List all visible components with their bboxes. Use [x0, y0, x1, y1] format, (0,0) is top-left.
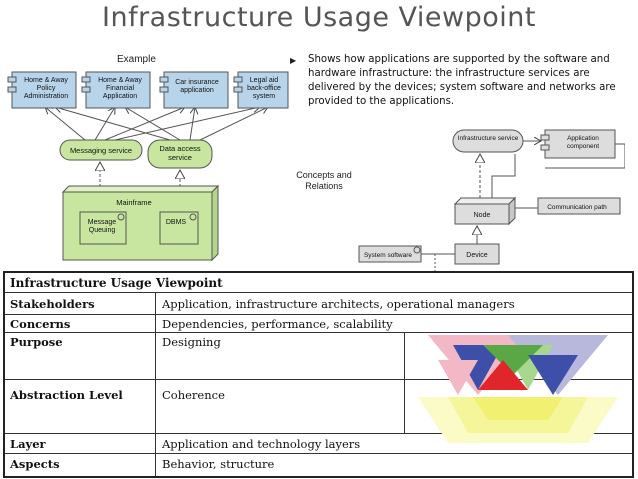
table-row-aspects: Aspects Behavior, structure — [5, 454, 632, 476]
system-software-dbms: DBMS — [159, 211, 199, 245]
row-label: Purpose — [10, 335, 63, 349]
row-label: Stakeholders — [10, 297, 95, 311]
row-value: Application, infrastructure architects, … — [162, 297, 515, 311]
column-divider — [404, 333, 405, 434]
row-value: Coherence — [162, 388, 225, 402]
concept-label: Infrastructure service — [458, 135, 519, 142]
viewpoint-table: Infrastructure Usage Viewpoint Stakehold… — [3, 271, 634, 478]
table-row-stakeholders: Stakeholders Application, infrastructure… — [5, 293, 632, 315]
bullet-text: Shows how applications are supported by … — [308, 54, 616, 107]
svg-text:DBMS: DBMS — [166, 219, 187, 226]
table-header: Infrastructure Usage Viewpoint — [10, 276, 223, 290]
table-header-row: Infrastructure Usage Viewpoint — [5, 273, 632, 293]
example-label: Example — [117, 54, 156, 65]
svg-text:Node: Node — [474, 212, 491, 219]
row-label: Concerns — [10, 317, 71, 331]
messaging-service: Messaging service — [59, 139, 143, 161]
table-row-abstraction-level: Abstraction Level Coherence — [5, 380, 632, 434]
table-row-concerns: Concerns Dependencies, performance, scal… — [5, 315, 632, 333]
viewpoint-classification-figure — [418, 335, 618, 443]
row-value: Dependencies, performance, scalability — [162, 317, 393, 331]
row-value: Designing — [162, 335, 221, 349]
table-row-layer: Layer Application and technology layers — [5, 434, 632, 454]
concept-node: Node — [453, 196, 517, 226]
row-label: Layer — [10, 437, 46, 451]
table-row-purpose: Purpose Designing — [5, 333, 632, 380]
column-divider — [155, 293, 156, 476]
svg-text:Mainframe: Mainframe — [116, 198, 151, 207]
bullet-arrow-icon: ▶ — [290, 56, 297, 65]
concepts-label: Concepts and Relations — [296, 170, 352, 191]
row-value: Behavior, structure — [162, 457, 275, 471]
svg-text:Messaging service: Messaging service — [70, 146, 132, 155]
concept-infrastructure-service: Infrastructure service — [452, 129, 524, 153]
row-value: Application and technology layers — [162, 437, 361, 451]
svg-text:Device: Device — [466, 252, 488, 259]
row-label: Aspects — [10, 457, 60, 471]
svg-text:System software: System software — [364, 252, 412, 259]
slide-title: Infrastructure Usage Viewpoint — [102, 2, 536, 33]
concept-system-software: System software — [358, 245, 422, 263]
svg-text:Communication path: Communication path — [547, 204, 607, 211]
concept-communication-path: Communication path — [537, 197, 621, 215]
concept-device: Device — [454, 243, 500, 265]
row-label: Abstraction Level — [10, 388, 123, 402]
